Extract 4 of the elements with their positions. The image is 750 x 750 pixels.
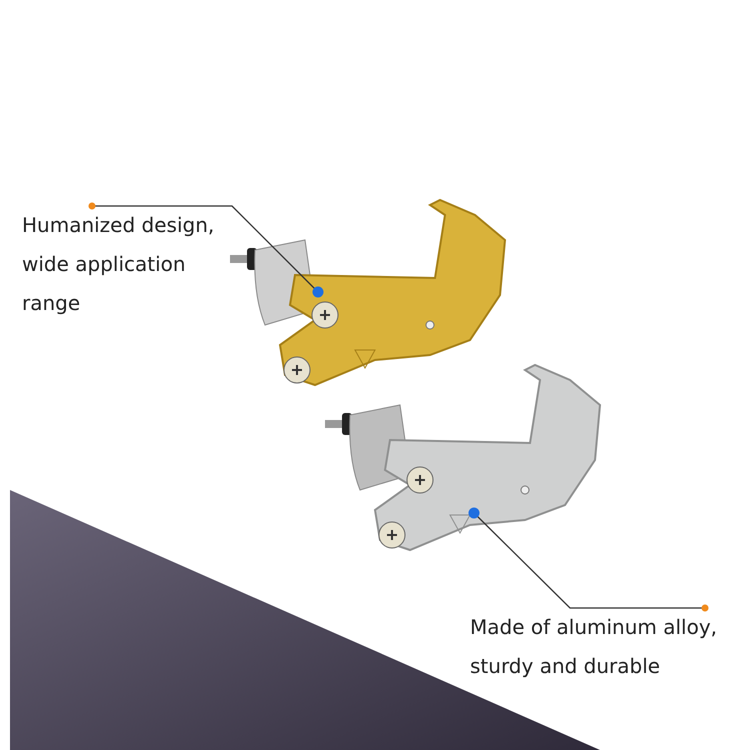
callout-text: Made of aluminum alloy, sturdy and durable bbox=[470, 608, 745, 686]
leader-line bbox=[468, 508, 708, 612]
callout-text: Humanized design, wide application range bbox=[22, 206, 222, 323]
leader-line bbox=[88, 202, 324, 298]
